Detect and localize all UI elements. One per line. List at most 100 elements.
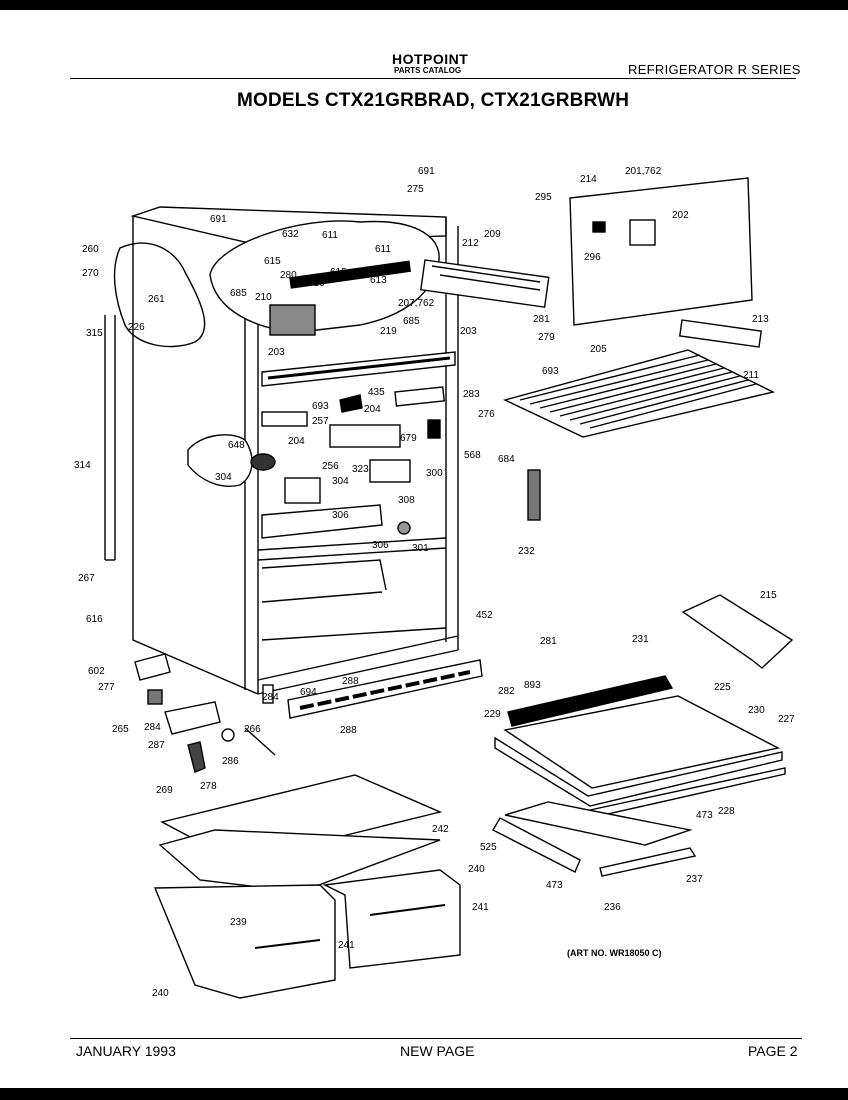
- art-number: (ART NO. WR18050 C): [567, 948, 662, 958]
- part-label: 304: [215, 472, 232, 483]
- part-label: 241: [338, 940, 355, 951]
- part-label: 241: [472, 902, 489, 913]
- page-number: PAGE 2: [748, 1043, 798, 1059]
- part-label: 232: [518, 546, 535, 557]
- part-label: 691: [210, 214, 227, 225]
- part-label: 288: [342, 676, 359, 687]
- part-label: 685: [230, 288, 247, 299]
- part-label: 239: [230, 917, 247, 928]
- part-label: 270: [82, 268, 99, 279]
- part-label: 266: [244, 724, 261, 735]
- crisper-drawers: [153, 869, 461, 999]
- part-label: 242: [432, 824, 449, 835]
- part-label: 231: [632, 634, 649, 645]
- part-label: 287: [148, 740, 165, 751]
- part-label: 203: [460, 326, 477, 337]
- part-label: 207,762: [398, 298, 435, 309]
- part-label: 613: [370, 275, 387, 286]
- part-label: 267: [78, 573, 95, 584]
- part-label: 277: [98, 682, 115, 693]
- part-label: 204: [364, 404, 381, 415]
- part-label: 308: [398, 495, 415, 506]
- part-label: 275: [407, 184, 424, 195]
- door-bin-215: [681, 594, 794, 669]
- part-label: 679: [400, 433, 417, 444]
- part-label: 452: [476, 610, 493, 621]
- part-label: 611: [375, 244, 391, 255]
- part-labels: 691 275 295 214 201,762 691 632 611 611 …: [74, 166, 795, 999]
- series-label: REFRIGERATOR R SERIES: [628, 62, 801, 77]
- part-label: 611: [322, 230, 338, 241]
- back-panel: [569, 177, 753, 326]
- part-label: 693: [312, 401, 329, 412]
- bottom-border: [0, 1088, 848, 1100]
- part-label: 205: [590, 344, 607, 355]
- part-label: 306: [332, 510, 349, 521]
- part-label: 685: [403, 316, 420, 327]
- part-label: 435: [368, 387, 385, 398]
- page-title: MODELS CTX21GRBRAD, CTX21GRBRWH: [237, 90, 630, 111]
- part-label: 281: [540, 636, 557, 647]
- part-label: 296: [584, 252, 601, 263]
- part-label: 323: [352, 464, 369, 475]
- part-label: 276: [478, 409, 495, 420]
- part-label: 306: [372, 540, 389, 551]
- part-label: 214: [580, 174, 597, 185]
- part-label: 632: [282, 229, 299, 240]
- part-label: 278: [200, 781, 217, 792]
- part-label: 691: [418, 166, 435, 177]
- part-label: 213: [752, 314, 769, 325]
- part-label: 610: [308, 278, 325, 289]
- rail-203: [261, 351, 456, 387]
- part-label: 314: [74, 460, 91, 471]
- footer-rule: [70, 1038, 802, 1039]
- part-label: 261: [148, 294, 165, 305]
- door-hinge-outline: [113, 242, 206, 348]
- part-label: 201,762: [625, 166, 662, 177]
- bottom-grille: [287, 659, 483, 719]
- part-label: 212: [462, 238, 479, 249]
- top-border: [0, 0, 848, 10]
- part-label: 615: [330, 267, 347, 278]
- part-label: 202: [672, 210, 689, 221]
- part-label: 284: [262, 692, 279, 703]
- part-label: 240: [152, 988, 169, 999]
- part-label: 279: [538, 332, 555, 343]
- control-brackets: [261, 386, 445, 504]
- part-label: 283: [463, 389, 480, 400]
- part-label: 288: [340, 725, 357, 736]
- part-label: 684: [498, 454, 515, 465]
- part-label: 219: [380, 326, 397, 337]
- part-label: 281: [533, 314, 550, 325]
- part-label: 256: [322, 461, 339, 472]
- part-label: 694: [300, 687, 317, 698]
- lower-left-parts: [134, 653, 276, 773]
- part-label: 284: [144, 722, 161, 733]
- footer-date: JANUARY 1993: [76, 1043, 176, 1059]
- part-label: 280: [280, 270, 297, 281]
- part-label: 257: [312, 416, 329, 427]
- crisper-cover-shelf: [494, 675, 786, 819]
- part-label: 215: [760, 590, 777, 601]
- catalog-label: PARTS CATALOG: [394, 66, 462, 75]
- part-label: 300: [426, 468, 443, 479]
- part-label: 315: [86, 328, 103, 339]
- part-label: 210: [255, 292, 272, 303]
- part-label: 260: [82, 244, 99, 255]
- part-label: 209: [484, 229, 501, 240]
- part-label: 693: [542, 366, 559, 377]
- part-label: 616: [86, 614, 103, 625]
- defrost-heater-assembly: [269, 259, 550, 336]
- part-label: 236: [604, 902, 621, 913]
- part-label: 225: [714, 682, 731, 693]
- part-label: 295: [535, 192, 552, 203]
- evaporator-cover: [261, 504, 383, 539]
- part-label: 473: [696, 810, 713, 821]
- part-label: 203: [268, 347, 285, 358]
- part-label: 211: [743, 370, 759, 381]
- part-label: 269: [156, 785, 173, 796]
- part-label: 227: [778, 714, 795, 725]
- part-label: 615: [264, 256, 281, 267]
- part-label: 648: [228, 440, 245, 451]
